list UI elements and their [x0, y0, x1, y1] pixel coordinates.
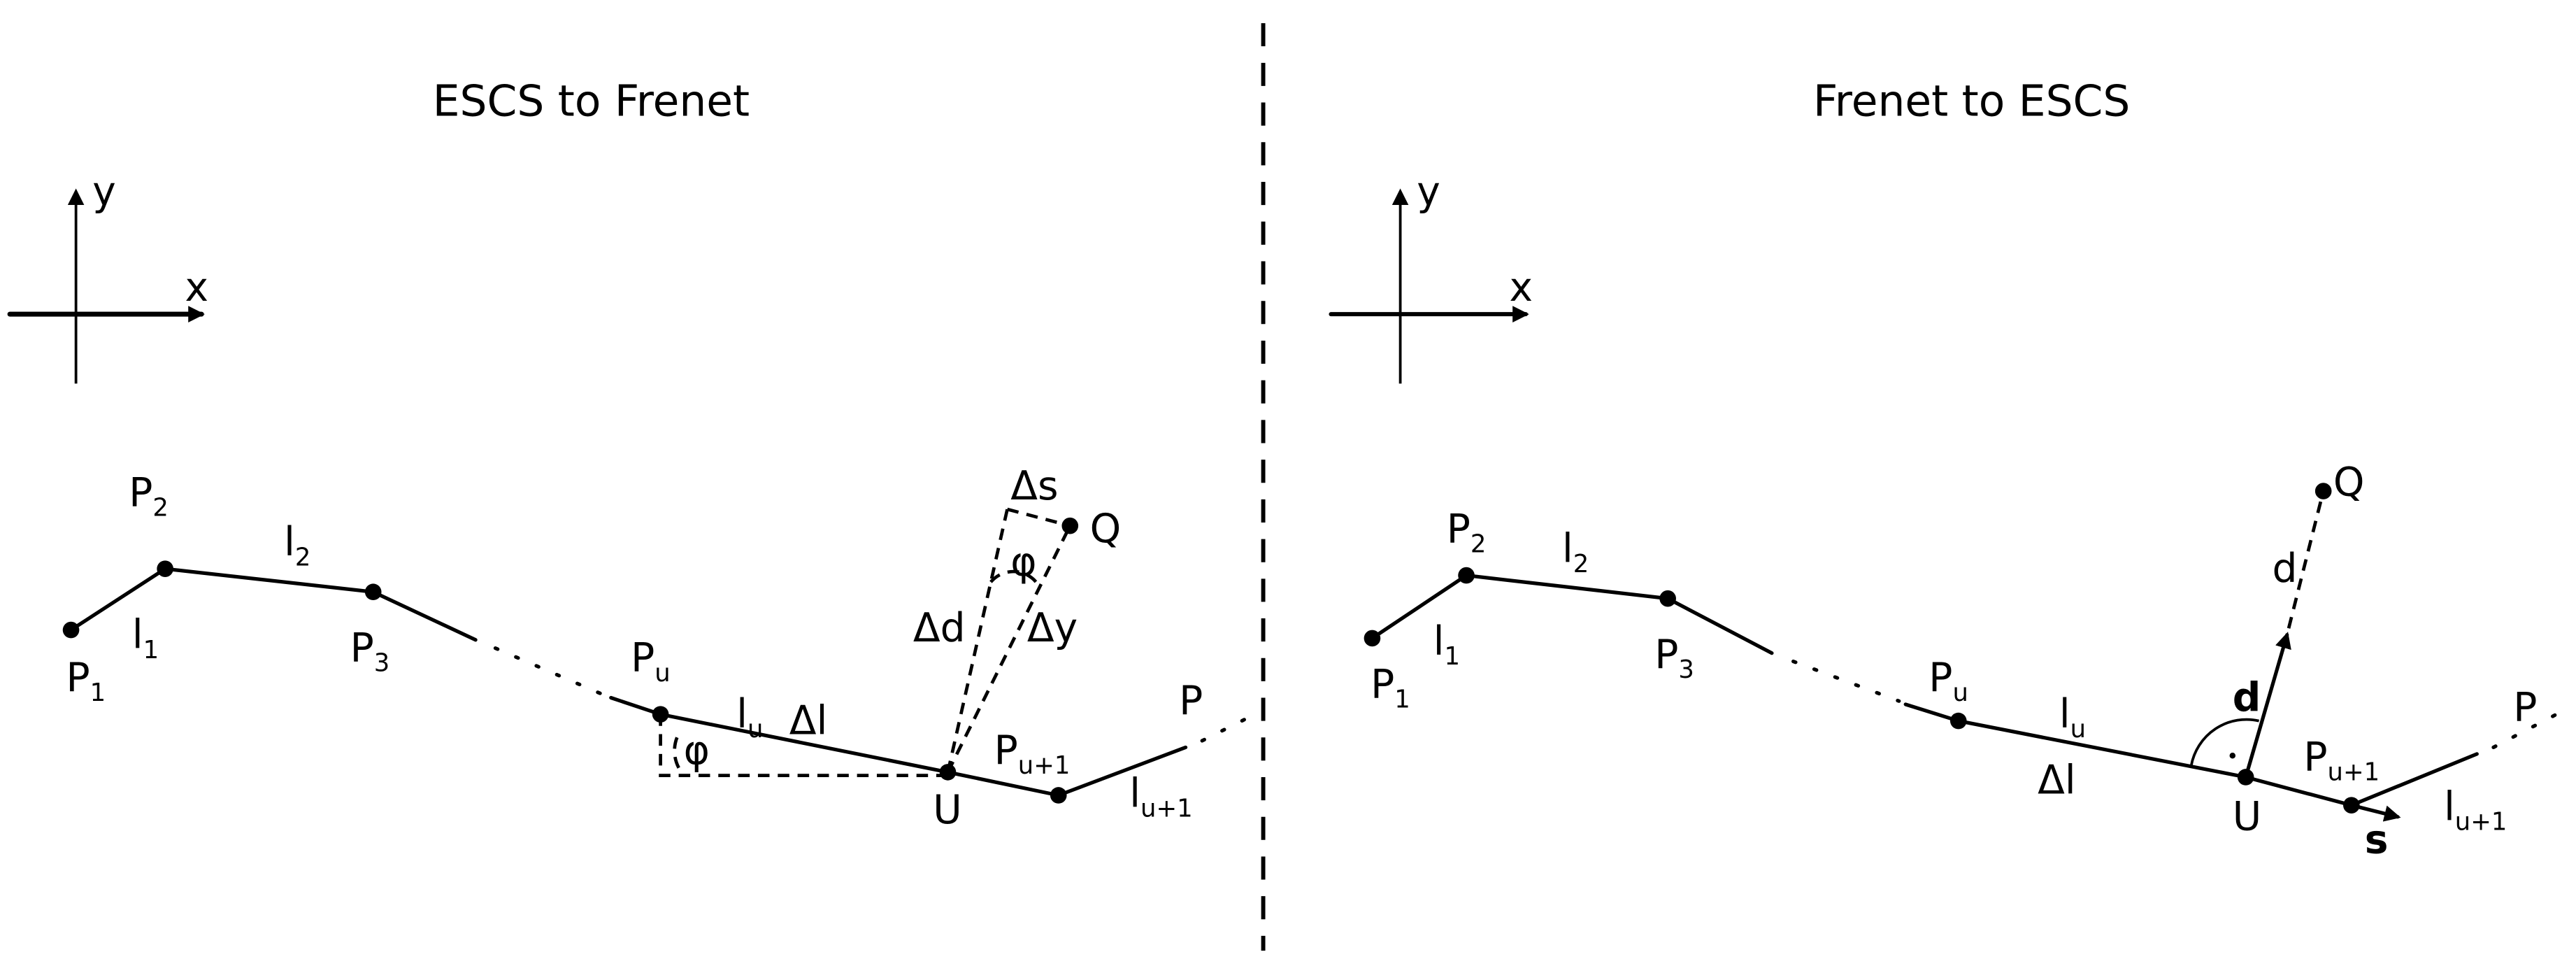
- right-label-p-end: P: [2513, 685, 2537, 731]
- left-label-delta-y: Δy: [1027, 605, 1078, 651]
- right-label-d-vector: d: [2233, 674, 2261, 720]
- right-point-p1: [1364, 630, 1381, 647]
- right-label-l1: l1: [1433, 618, 1460, 671]
- right-label-pu: Pu: [1929, 655, 1968, 707]
- left-label-l2: l2: [284, 519, 310, 571]
- s-vector-arrow: [2349, 803, 2401, 822]
- right-point-p3: [1659, 590, 1676, 607]
- d-vector-arrow: [2244, 632, 2291, 779]
- right-label-d-scalar: d: [2272, 546, 2297, 592]
- right-polyline: [1364, 483, 2565, 814]
- left-label-delta-d: Δd: [913, 605, 966, 651]
- right-axis-x-label: x: [1509, 264, 1533, 311]
- left-label-lu: lu: [736, 691, 763, 744]
- left-label-delta-l: Δl: [789, 697, 828, 744]
- left-label-p1: P1: [66, 655, 106, 707]
- left-label-phi-bottom: φ: [684, 727, 710, 774]
- left-point-p1: [62, 621, 80, 639]
- right-label-u: U: [2233, 794, 2261, 840]
- left-point-p2: [157, 560, 173, 577]
- left-axes-icon: y x: [7, 169, 208, 384]
- right-axis-y-label: y: [1417, 169, 1440, 215]
- right-title: Frenet to ESCS: [1813, 76, 2130, 126]
- left-label-q: Q: [1090, 506, 1122, 552]
- left-point-pu: [652, 706, 669, 723]
- right-point-pu: [1949, 712, 1967, 730]
- right-label-p1: P1: [1371, 661, 1410, 713]
- left-point-pu1: [1050, 787, 1067, 804]
- left-point-p3: [364, 583, 382, 601]
- right-label-l2: l2: [1562, 526, 1589, 578]
- left-title: ESCS to Frenet: [433, 76, 750, 126]
- right-label-s-vector: s: [2365, 817, 2389, 863]
- left-label-u: U: [933, 787, 961, 833]
- right-label-p2: P2: [1447, 506, 1487, 558]
- right-label-q: Q: [2333, 460, 2365, 506]
- left-panel: ESCS to Frenet y x: [7, 76, 1257, 833]
- left-label-pu1: Pu+1: [994, 727, 1071, 780]
- left-label-p-end: P: [1179, 678, 1203, 724]
- left-label-p2: P2: [129, 469, 169, 522]
- left-label-phi-top: φ: [1010, 539, 1036, 585]
- right-angle-marker: [2189, 718, 2260, 766]
- right-label-lu1: lu+1: [2444, 783, 2507, 836]
- left-label-l1: l1: [132, 612, 159, 665]
- left-construction: [659, 507, 1072, 777]
- right-axes-icon: y x: [1329, 169, 1533, 384]
- right-vectors: [2189, 490, 2401, 822]
- right-label-pu1: Pu+1: [2303, 734, 2380, 787]
- right-panel: Frenet to ESCS y x P1: [1329, 76, 2565, 863]
- left-label-delta-s: Δs: [1010, 463, 1058, 509]
- right-point-p2: [1458, 567, 1475, 584]
- left-label-p3: P3: [350, 625, 390, 677]
- left-label-pu: Pu: [631, 635, 671, 688]
- right-label-lu: lu: [2059, 691, 2086, 744]
- left-axis-y-label: y: [92, 169, 116, 215]
- right-label-p3: P3: [1654, 632, 1694, 684]
- left-label-lu1: lu+1: [1129, 771, 1192, 823]
- left-axis-x-label: x: [185, 264, 208, 311]
- right-label-delta-l: Δl: [2038, 758, 2076, 804]
